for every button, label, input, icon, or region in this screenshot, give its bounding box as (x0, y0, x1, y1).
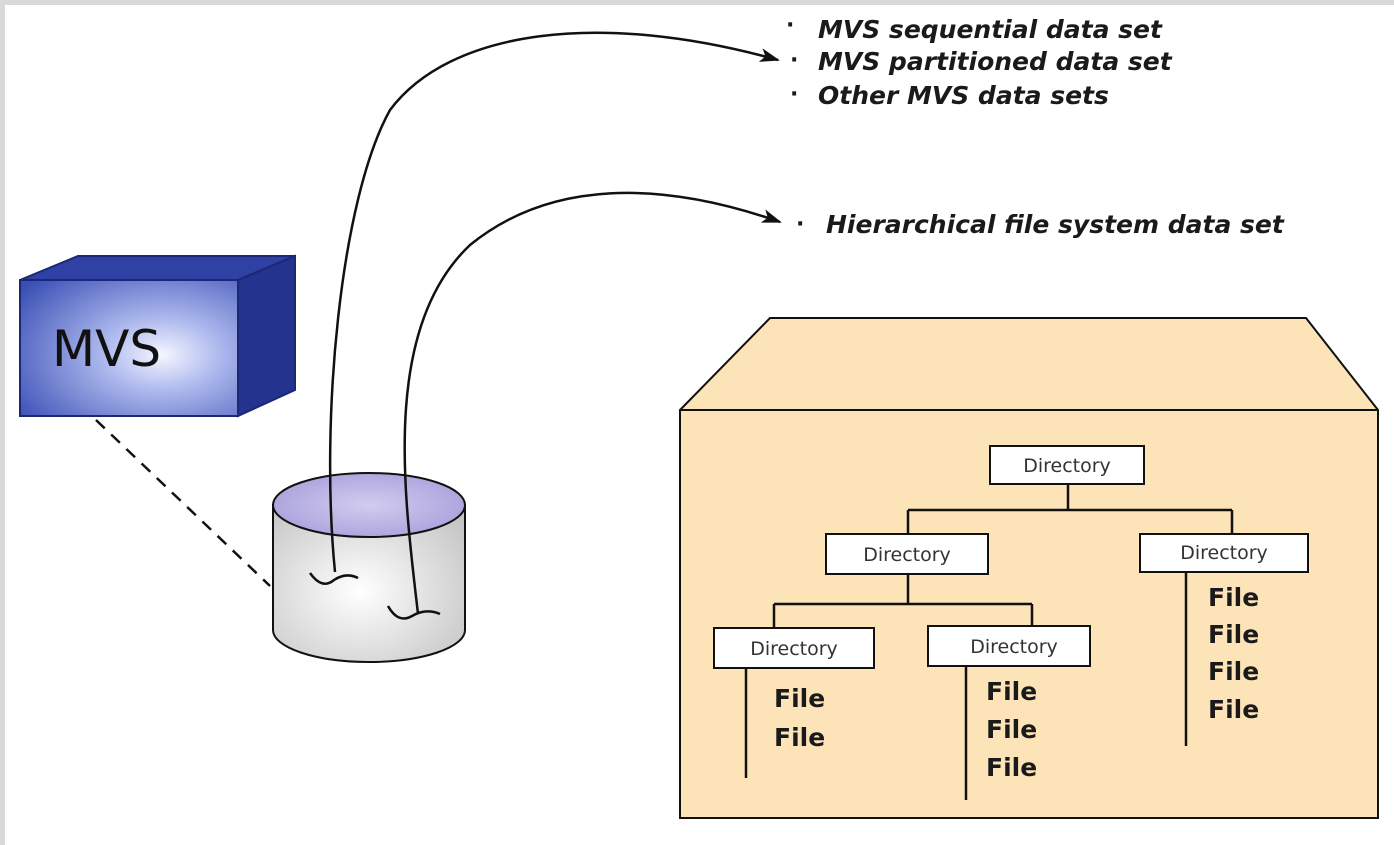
directory-label: Directory (1180, 542, 1268, 564)
directory-node-root: Directory (989, 445, 1145, 485)
file-entry: File (1208, 620, 1259, 649)
file-entry: File (1208, 583, 1259, 612)
files-left-right: File File File (986, 677, 1037, 782)
file-entry: File (986, 677, 1037, 706)
directory-box (713, 627, 875, 669)
directory-tree-connectors (744, 484, 1234, 800)
files-left-left: File File (774, 684, 825, 752)
mvs-box-label: MVS (52, 320, 161, 378)
arrow-to-mvs-data-sets (328, 31, 780, 573)
directory-node-left-left: Directory (713, 627, 875, 669)
directory-label: Directory (1023, 455, 1111, 477)
mvs-box-front-face (19, 279, 239, 417)
directory-box (825, 533, 989, 575)
hfs-data-set-label: Hierarchical file system data set (826, 210, 1285, 239)
directory-label: Directory (750, 638, 838, 660)
mvs-box-side-face (237, 254, 296, 418)
directory-box (927, 625, 1091, 667)
mvs-data-set-list: · MVS sequential data set · MVS partitio… (786, 13, 1173, 110)
directory-label: Directory (863, 544, 951, 566)
disk-top (272, 472, 466, 538)
directory-node-right: Directory (1139, 533, 1309, 573)
arrow-to-hfs-data-set (403, 191, 782, 615)
list-bullet: · (790, 48, 798, 73)
directory-box (989, 445, 1145, 485)
list-item-partitioned: MVS partitioned data set (818, 47, 1173, 76)
files-right: File File File File (1208, 583, 1259, 724)
directory-label: Directory (970, 636, 1058, 658)
file-entry: File (1208, 695, 1259, 724)
file-entry: File (774, 723, 825, 752)
disk-data-mark-1 (308, 572, 359, 585)
mvs-to-disk-connector (95, 419, 271, 587)
disk-body (272, 504, 466, 663)
storage-disk (272, 472, 466, 663)
file-entry: File (1208, 657, 1259, 686)
file-entry: File (986, 715, 1037, 744)
directory-box (1139, 533, 1309, 573)
disk-data-mark-2 (386, 605, 441, 620)
top-frame-border (0, 0, 1394, 5)
hfs-data-set-label-group: · Hierarchical file system data set (796, 210, 1285, 239)
directory-node-left: Directory (825, 533, 989, 575)
list-bullet: · (796, 212, 804, 237)
list-item-sequential: MVS sequential data set (818, 15, 1163, 44)
list-bullet: · (786, 13, 794, 38)
file-entry: File (774, 684, 825, 713)
directory-node-left-right: Directory (927, 625, 1091, 667)
list-item-other: Other MVS data sets (818, 81, 1109, 110)
mvs-system-box: MVS (19, 254, 296, 418)
list-bullet: · (790, 82, 798, 107)
left-frame-border (0, 0, 5, 845)
file-entry: File (986, 753, 1037, 782)
